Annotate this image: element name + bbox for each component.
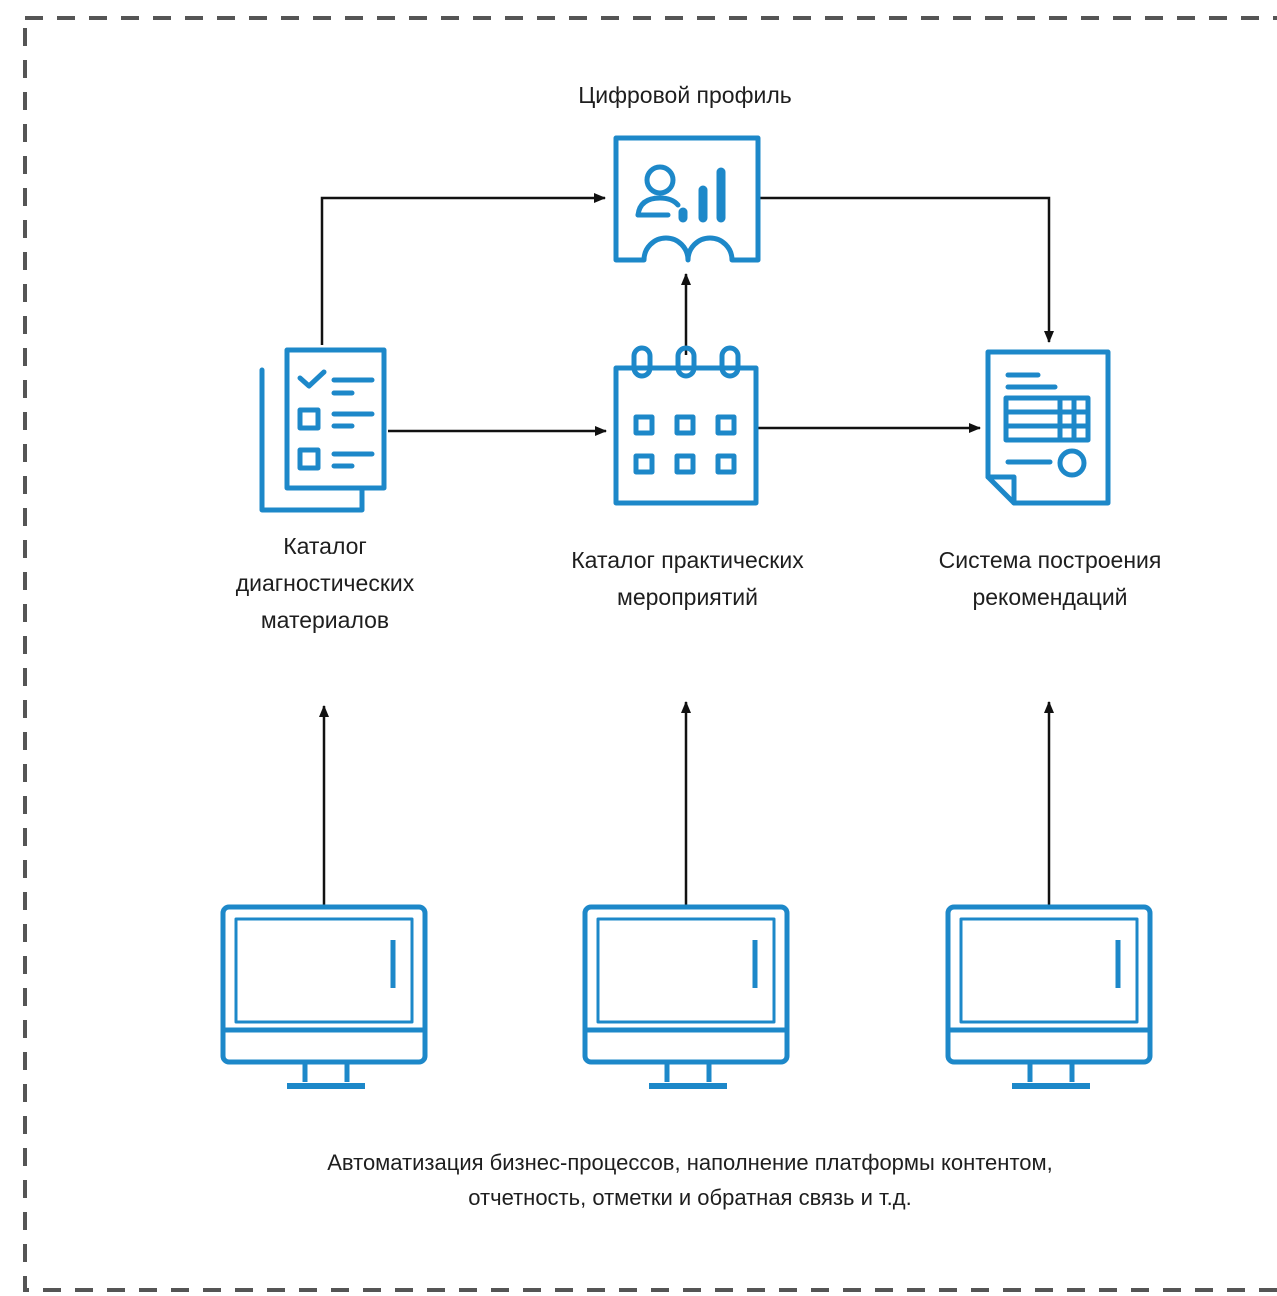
practical-events-catalog-label: Каталог практических мероприятий (571, 547, 804, 610)
monitor-icon (582, 904, 790, 1089)
dashed-frame (23, 16, 1277, 1292)
recommendation-system-label: Система построения рекомендаций (938, 547, 1162, 610)
arrow-diag-to-profile (320, 193, 606, 345)
connectors (319, 193, 1054, 905)
digital-profile-icon (613, 135, 761, 263)
digital-profile-label: Цифровой профиль (578, 82, 792, 108)
calendar-icon (613, 345, 759, 506)
diagnostic-catalog-label: Каталог диагностических материалов (235, 533, 415, 633)
monitor-icon (220, 904, 428, 1089)
monitor-icon (945, 904, 1153, 1089)
footer-caption: Автоматизация бизнес-процессов, наполнен… (327, 1150, 1053, 1210)
arrow-profile-to-rec (760, 196, 1054, 343)
checklist-documents-icon (259, 347, 387, 513)
report-document-icon (985, 349, 1111, 506)
